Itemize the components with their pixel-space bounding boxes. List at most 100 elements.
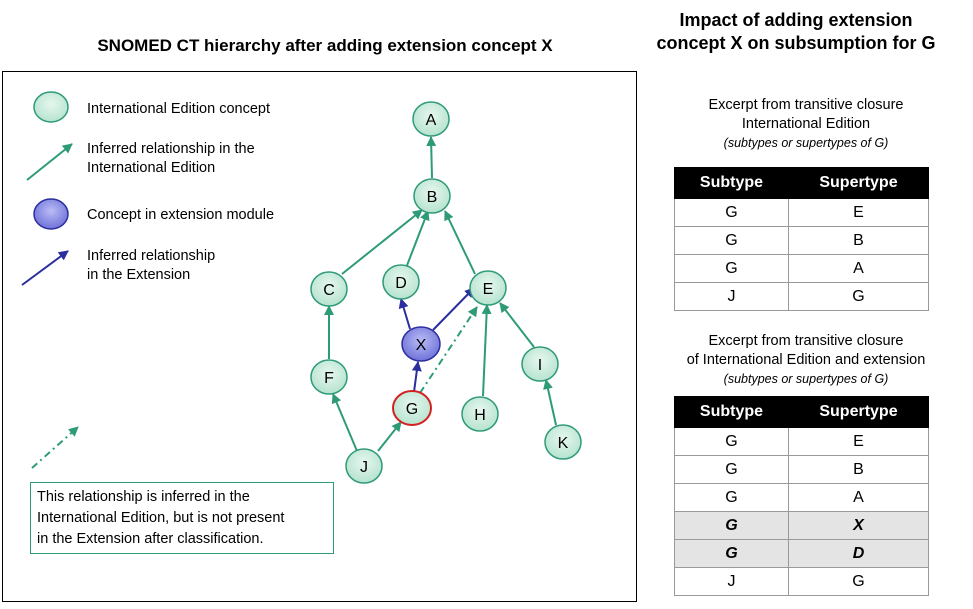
svg-text:C: C [323, 282, 335, 299]
edge-j-g [377, 421, 402, 452]
node-f: F [310, 359, 348, 395]
note-line2: International Edition, but is not presen… [37, 510, 285, 526]
svg-text:B: B [427, 189, 438, 206]
diagram-frame [2, 71, 637, 602]
edge-c-b [341, 209, 423, 275]
impact-title-line1: Impact of adding extension [679, 10, 913, 30]
edge-k-i [543, 379, 557, 426]
legend-ext-rel-line2: in the Extension [87, 267, 191, 283]
node-c: C [310, 271, 348, 307]
node-h: H [461, 396, 499, 432]
edge-x-e [432, 287, 475, 331]
node-g: G [392, 390, 432, 426]
legend-intl-rel-line1: Inferred relationship in the [87, 141, 255, 157]
node-d: D [382, 264, 420, 300]
node-j: J [345, 448, 383, 484]
legend-intl-concept-label: International Edition concept [87, 101, 270, 117]
cell-subtype: J [674, 567, 789, 596]
excerpt2-line2: of International Edition and extension [686, 352, 926, 368]
node-a: A [412, 101, 450, 137]
impact-title-line2: concept X on subsumption for G [656, 33, 936, 53]
cell-supertype: B [787, 455, 930, 484]
cell-supertype: E [787, 427, 930, 456]
cell-supertype: X [787, 511, 930, 540]
note-line1: This relationship is inferred in the [37, 489, 250, 505]
excerpt1-line1: Excerpt from transitive closure [708, 97, 904, 113]
excerpt1-line2: International Edition [741, 116, 871, 132]
header-subtype: Subtype [674, 396, 789, 428]
edge-b-a [426, 136, 437, 179]
node-b: B [413, 178, 451, 214]
cell-subtype: G [674, 483, 789, 512]
svg-text:H: H [474, 407, 486, 424]
svg-text:K: K [558, 435, 569, 452]
cell-subtype: G [674, 254, 789, 283]
cell-supertype: A [787, 254, 930, 283]
legend-ext-arrow-icon [21, 250, 69, 286]
cell-supertype: E [787, 198, 930, 227]
svg-text:F: F [324, 370, 334, 387]
header-subtype: Subtype [674, 167, 789, 199]
header-supertype: Supertype [787, 167, 930, 199]
legend-ext-concept-label: Concept in extension module [87, 207, 275, 223]
svg-text:G: G [406, 401, 418, 418]
legend-intl-arrow-icon [26, 143, 73, 181]
table-header-row: Subtype Supertype [674, 167, 930, 199]
cell-supertype: G [787, 567, 930, 596]
node-x: X [401, 326, 441, 362]
cell-supertype: B [787, 226, 930, 255]
legend-intl-concept-icon [33, 91, 69, 123]
node-e: E [469, 270, 507, 306]
cell-subtype: G [674, 511, 789, 540]
edge-e-b [444, 210, 476, 275]
svg-text:D: D [395, 275, 407, 292]
svg-text:E: E [483, 281, 494, 298]
cell-supertype: A [787, 483, 930, 512]
cell-subtype: G [674, 455, 789, 484]
cell-supertype: D [787, 539, 930, 568]
excerpt2-note: (subtypes or supertypes of G) [723, 372, 889, 386]
cell-supertype: G [787, 282, 930, 311]
legend-ext-concept-icon [33, 198, 69, 230]
node-i: I [521, 346, 559, 382]
cell-subtype: G [674, 539, 789, 568]
edge-j-f [331, 393, 358, 452]
edge-h-e [481, 304, 492, 397]
svg-text:I: I [538, 357, 542, 374]
cell-subtype: G [674, 427, 789, 456]
edge-g-e-dashed [419, 306, 478, 394]
legend-intl-rel-line2: International Edition [87, 160, 216, 176]
svg-text:J: J [360, 459, 368, 476]
svg-text:X: X [416, 337, 427, 354]
impact-title: Impact of adding extension concept X on … [636, 9, 956, 55]
legend-dashed-arrow-icon [31, 426, 79, 469]
edge-g-x [411, 361, 422, 393]
node-k: K [544, 424, 582, 460]
edge-i-e [499, 302, 535, 348]
legend-intl-rel-label: Inferred relationship in the Internation… [87, 140, 255, 178]
cell-subtype: J [674, 282, 789, 311]
note-line3: in the Extension after classification. [37, 531, 264, 547]
excerpt1-caption: Excerpt from transitive closure Internat… [656, 96, 956, 153]
legend-ext-rel-label: Inferred relationship in the Extension [87, 247, 215, 285]
dashed-relationship-note: This relationship is inferred in the Int… [30, 482, 334, 554]
table-header-row: Subtype Supertype [674, 396, 930, 428]
edge-x-d [398, 298, 411, 330]
excerpt1-note: (subtypes or supertypes of G) [723, 136, 889, 150]
cell-subtype: G [674, 226, 789, 255]
excerpt2-caption: Excerpt from transitive closure of Inter… [656, 332, 956, 389]
diagram-title: SNOMED CT hierarchy after adding extensi… [97, 36, 553, 55]
header-supertype: Supertype [787, 396, 930, 428]
